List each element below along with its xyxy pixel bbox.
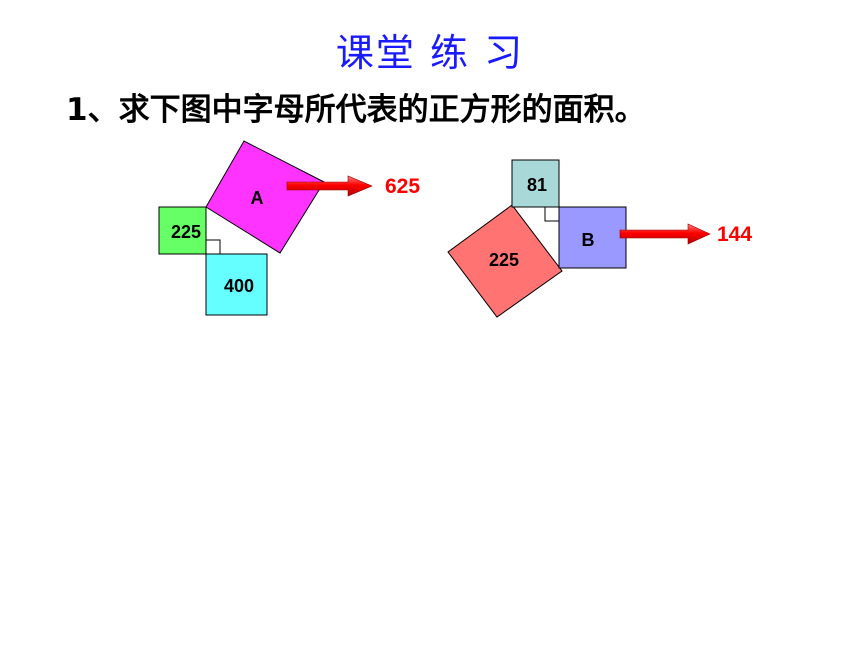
label-225-tilted: 225: [489, 250, 519, 270]
arrow-1: [286, 175, 373, 197]
figure-1: A 225 400 625: [158, 140, 420, 316]
right-angle-mark: [206, 239, 221, 254]
label-b: B: [582, 230, 595, 250]
answer-144: 144: [717, 223, 752, 246]
square-81: [511, 159, 560, 208]
answer-625: 625: [385, 175, 420, 198]
square-225-tilted: [447, 204, 563, 318]
square-400: [205, 253, 268, 316]
question-text: 1、求下图中字母所代表的正方形的面积。: [66, 92, 646, 128]
label-a: A: [251, 188, 264, 208]
arrow-2: [619, 223, 711, 245]
label-81: 81: [527, 175, 547, 195]
square-225: [158, 206, 207, 255]
right-angle-mark-2: [544, 207, 559, 222]
label-225: 225: [171, 222, 201, 242]
slide-title: 课堂 练 习: [335, 31, 525, 75]
label-400: 400: [224, 276, 254, 296]
square-b: [558, 206, 627, 269]
square-a: [205, 140, 325, 254]
figure-2: 81 B 225 144: [447, 159, 752, 318]
